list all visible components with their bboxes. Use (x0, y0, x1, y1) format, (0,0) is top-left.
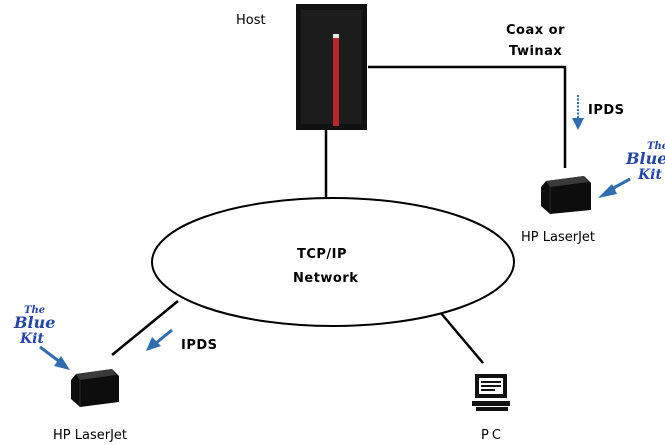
ipds-arrow-down-icon (572, 95, 584, 130)
computer-icon (472, 374, 510, 411)
blue-arrow-right-printer-icon (598, 177, 631, 198)
coax-twinax-label-line2: Twinax (509, 44, 563, 59)
mainframe-icon (296, 4, 367, 130)
coax-twinax-label-line1: Coax or (506, 23, 565, 38)
network-label-line1: TCP/IP (297, 247, 348, 262)
svg-text:Kit: Kit (19, 331, 44, 347)
network-cloud (151, 197, 515, 327)
svg-text:Blue: Blue (625, 149, 665, 168)
coax-twinax-line (368, 65, 567, 168)
pc-label: PC (481, 428, 504, 443)
printer-label-left: HP LaserJet (53, 428, 128, 443)
printer-icon (541, 176, 591, 214)
host-label: Host (236, 13, 266, 28)
ipds-label-top: IPDS (588, 103, 625, 118)
svg-text:Blue: Blue (13, 313, 55, 332)
printer-label-right: HP LaserJet (521, 230, 596, 245)
svg-text:The: The (647, 141, 665, 152)
ipds-arrow-diagonal-icon (146, 328, 173, 351)
blue-kit-logo: The Blue Kit (13, 305, 55, 347)
blue-arrow-left-printer-icon (39, 345, 70, 370)
network-pc-line (439, 311, 484, 364)
printer-icon (71, 369, 119, 407)
ipds-label-bottom: IPDS (181, 338, 218, 353)
network-label-line2: Network (293, 271, 359, 286)
svg-text:Kit: Kit (637, 167, 662, 183)
network-left-printer-line (111, 300, 179, 356)
svg-text:The: The (24, 305, 45, 316)
blue-kit-logo: The Blue Kit (625, 141, 665, 183)
